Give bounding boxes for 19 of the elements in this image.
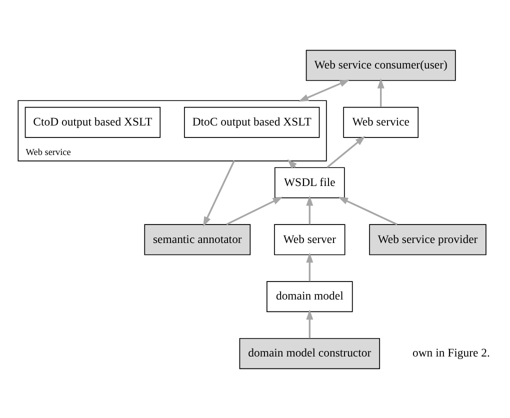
node-box: domain model xyxy=(266,280,353,312)
arrow xyxy=(306,309,314,338)
node-box: Web service provider xyxy=(369,224,486,255)
node-box: WSDL file xyxy=(274,166,345,198)
arrow xyxy=(377,78,384,107)
arrow xyxy=(338,196,398,225)
arrow xyxy=(203,160,235,226)
node-box: DtoC output based XSLT xyxy=(184,106,320,138)
node-box: semantic annotator xyxy=(144,224,251,255)
node-box: Web server xyxy=(274,224,346,255)
arrow xyxy=(306,252,314,281)
label: own in Figure 2. xyxy=(412,346,490,360)
node-box: Web service xyxy=(343,106,419,138)
node-box: CtoD output based XSLT xyxy=(24,106,161,138)
arrow xyxy=(306,195,314,224)
arrow xyxy=(298,79,350,102)
node-box: Web service consumer(user) xyxy=(306,49,456,80)
arrow xyxy=(226,196,283,225)
node-box: domain model constructor xyxy=(239,338,380,369)
